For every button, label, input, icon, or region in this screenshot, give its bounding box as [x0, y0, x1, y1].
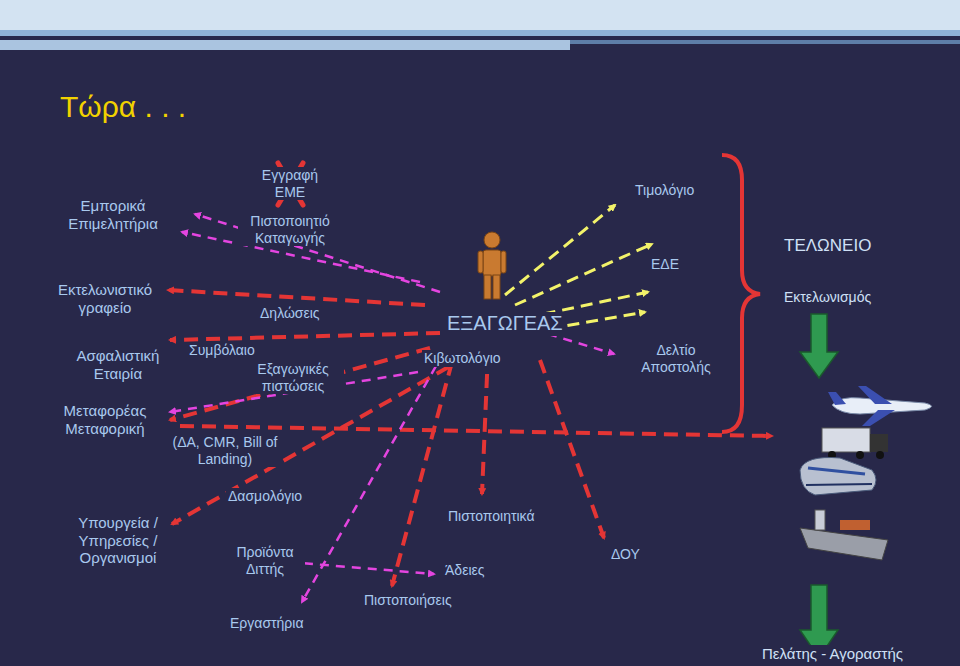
flow-label: Πιστοποιητιό Καταγωγής — [238, 213, 342, 246]
bracket — [722, 155, 760, 432]
flow-label: ΕΞΑΓΩΓΕΑΣ — [445, 312, 565, 336]
flow-label: ΤΕΛΩΝΕΙΟ — [782, 236, 873, 256]
magenta-arrows — [170, 214, 614, 602]
flow-label: Τιμολόγιο — [633, 182, 696, 199]
broker-label: Εκτελωνιστικό γραφείο — [49, 281, 161, 316]
insurer-label: Ασφαλιστική Εταιρία — [66, 347, 170, 382]
ship — [800, 510, 888, 560]
flow-label: ΔΟΥ — [609, 546, 642, 563]
red-arrows — [168, 290, 772, 586]
truck — [822, 428, 888, 459]
train — [800, 458, 876, 496]
slide-title: Τώρα . . . — [60, 90, 186, 124]
flow-label: Πελάτης - Αγοραστής — [760, 645, 905, 663]
top-stripe — [0, 30, 960, 36]
carrier-label: Μεταφορέας Μεταφορική — [53, 402, 157, 437]
flow-label: Κιβωτολόγιο — [422, 350, 503, 367]
flow-label: Εργαστήρια — [228, 615, 306, 632]
chamber-label: Εμπορικά Επιμελητήρια — [57, 197, 169, 232]
flow-label: Συμβόλαιο — [187, 342, 257, 359]
flow-label: Άδειες — [443, 562, 486, 579]
flow-label: Δελτίο Αποστολής — [624, 342, 728, 375]
plane — [828, 386, 932, 426]
flow-label: Εκτελωνισμός — [782, 289, 873, 306]
flow-label: Πιστοποιητικά — [446, 508, 537, 525]
flow-label: Δασμολόγιο — [226, 488, 304, 505]
top-bar — [0, 40, 570, 50]
flow-label: Προϊόντα Διττής — [225, 544, 305, 577]
ministry-label: Υπουργεία / Υπηρεσίες / Οργανισμοί — [66, 514, 170, 567]
flow-label: Δηλώσεις — [258, 305, 322, 322]
top-bar — [570, 40, 960, 44]
flow-label: Πιστοποιήσεις — [362, 592, 454, 609]
flow-label: ΕΔΕ — [649, 256, 681, 273]
top-band — [0, 0, 960, 30]
exporter-figure — [478, 232, 506, 299]
flow-label: Εξαγωγικές πιστώσεις — [242, 361, 344, 394]
flow-label: (ΔΑ, CMR, Bill of Landing) — [169, 434, 281, 467]
flow-label: Εγγραφή ΕΜΕ — [250, 167, 330, 200]
